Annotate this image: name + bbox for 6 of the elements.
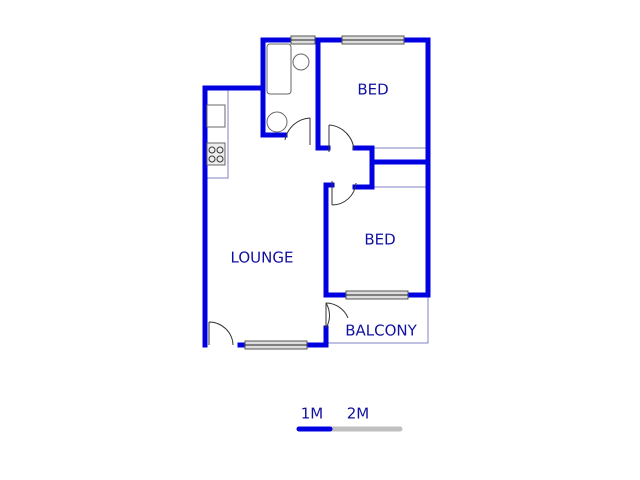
scale-label: 1M — [300, 406, 324, 422]
room-label: BED — [364, 232, 396, 248]
room-label: BALCONY — [345, 324, 417, 338]
room-label: LOUNGE — [230, 250, 294, 266]
room-label: BED — [357, 82, 389, 98]
scale-label: 2M — [346, 406, 370, 422]
